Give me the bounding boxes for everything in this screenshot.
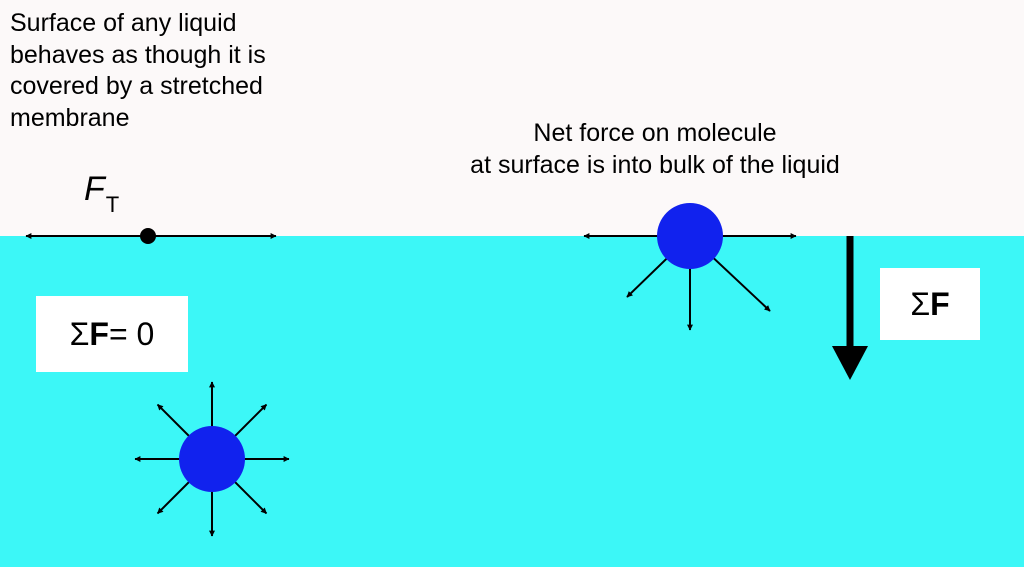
net-force-caption: Net force on molecule at surface is into… xyxy=(380,118,930,181)
tension-force-label: FT xyxy=(84,170,119,216)
liquid-region xyxy=(0,236,1024,567)
sigma-symbol: Σ xyxy=(910,285,931,322)
membrane-caption-line: behaves as though it is xyxy=(10,40,266,69)
force-symbol: F xyxy=(930,285,950,322)
net-force-caption-line: at surface is into bulk of the liquid xyxy=(470,150,840,179)
diagram-marks xyxy=(25,203,868,537)
surface-point xyxy=(140,228,156,244)
tension-force-symbol: F xyxy=(84,170,105,208)
membrane-caption-line: covered by a stretched xyxy=(10,72,263,100)
membrane-caption: Surface of any liquid behaves as though … xyxy=(10,8,390,134)
force-symbol: F xyxy=(89,315,109,352)
net-force-arrow-head xyxy=(832,346,868,380)
surface-molecule xyxy=(657,203,723,269)
sigma-symbol: Σ xyxy=(69,315,90,352)
air-region xyxy=(0,0,1024,236)
equals-zero: = 0 xyxy=(108,315,155,352)
membrane-caption-line: membrane xyxy=(10,103,130,132)
tension-force-subscript: T xyxy=(105,192,120,217)
membrane-caption-line: Surface of any liquid xyxy=(10,9,237,37)
net-force-caption-line: Net force on molecule xyxy=(533,119,777,147)
bulk-molecule xyxy=(179,426,245,492)
